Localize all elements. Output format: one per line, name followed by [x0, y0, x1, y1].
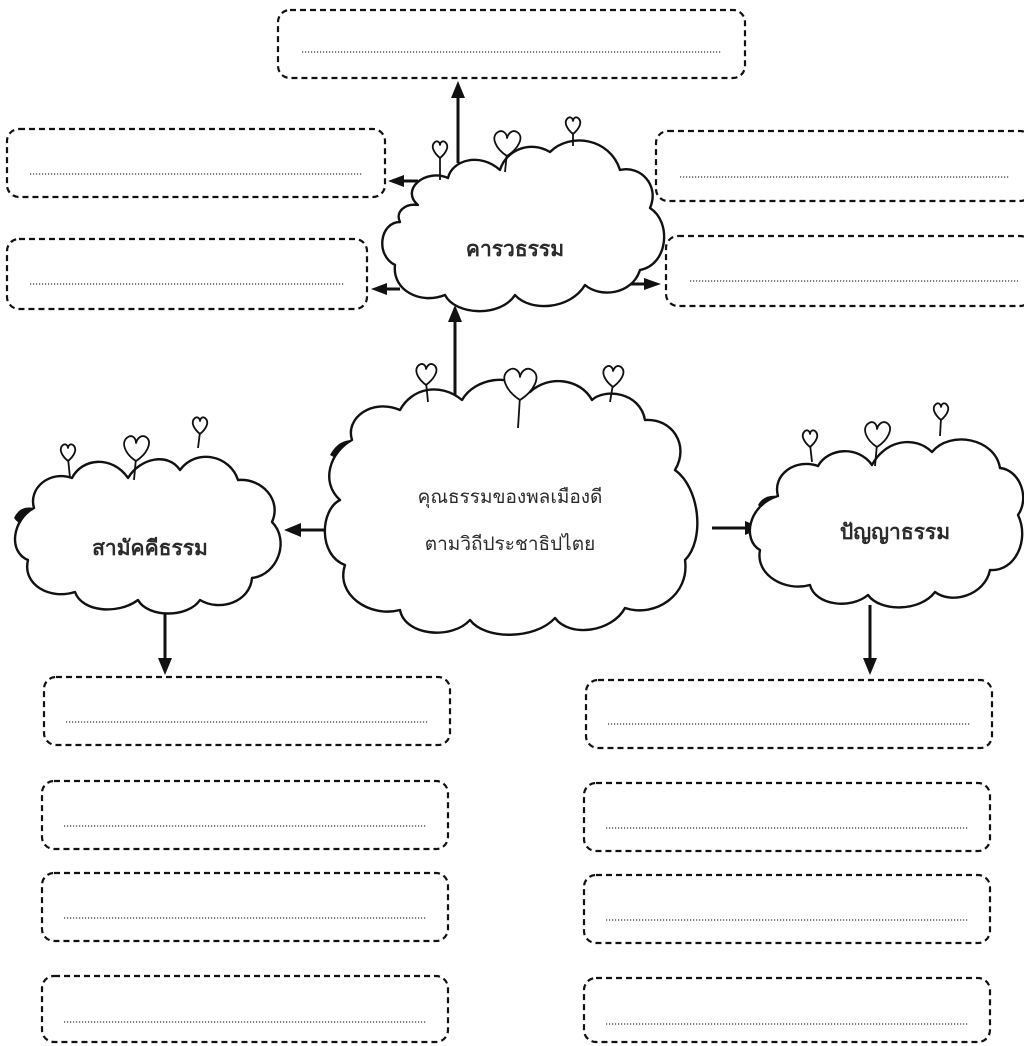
heart-icon	[59, 443, 77, 462]
cloud-outline	[381, 139, 666, 313]
cloud-outline	[748, 438, 1024, 609]
left-cloud: สามัคคีธรรม	[13, 416, 282, 615]
arrow-head-left-to-boxes	[158, 658, 172, 675]
heart-icon	[191, 416, 209, 435]
cloud-label: ปัญญาธรรม	[840, 520, 950, 545]
left-answer-boxes	[40, 675, 452, 1044]
arrow-head-right-to-boxes	[863, 658, 877, 675]
answer-box[interactable]	[40, 871, 450, 943]
answer-box[interactable]	[5, 237, 369, 311]
arrow-head-top-to-left-lower	[371, 283, 387, 295]
cloud-outline	[13, 455, 282, 615]
heart-icon	[493, 130, 522, 157]
arrow-head-center-to-left	[284, 523, 301, 537]
cloud-label-line-2: ตามวิถีประชาธิปไตย	[425, 533, 595, 555]
stem	[517, 395, 521, 429]
center-cloud: คุณธรรมของพลเมืองดี ตามวิถีประชาธิปไตย	[323, 363, 699, 636]
heart-icon	[503, 367, 538, 401]
answer-box[interactable]	[5, 127, 387, 199]
right-answer-boxes	[582, 678, 994, 1044]
answer-box[interactable]	[40, 974, 450, 1044]
heart-icon	[431, 140, 449, 159]
cloud-label-line-1: คุณธรรมของพลเมืองดี	[418, 486, 603, 509]
answer-box[interactable]	[654, 129, 1024, 203]
answer-box[interactable]	[584, 678, 994, 750]
heart-icon	[415, 363, 438, 386]
arrow-head-top-to-box	[451, 81, 465, 98]
answer-box[interactable]	[582, 781, 992, 853]
heart-icon	[801, 429, 819, 448]
answer-box[interactable]	[664, 234, 1024, 308]
heart-icon	[932, 402, 950, 421]
stem	[939, 417, 942, 437]
heart-icon	[123, 435, 150, 462]
heart-icon	[602, 365, 625, 388]
arrow-head-top-to-right-lower	[644, 278, 661, 290]
heart-icon	[864, 421, 891, 448]
cloud-label: คารวธรรม	[466, 237, 564, 261]
right-cloud: ปัญญาธรรม	[748, 402, 1024, 609]
heart-icon	[564, 116, 582, 135]
answer-box[interactable]	[582, 976, 992, 1044]
answer-box[interactable]	[40, 779, 450, 851]
answer-box[interactable]	[276, 8, 747, 80]
top-answer-boxes	[5, 8, 1024, 311]
answer-box[interactable]	[582, 873, 992, 945]
arrow-head-center-to-top	[448, 305, 462, 322]
answer-box[interactable]	[42, 675, 452, 747]
cloud-outline	[323, 378, 699, 636]
cloud-label: สามัคคีธรรม	[92, 536, 208, 560]
arrow-head-top-to-left-upper	[388, 175, 404, 187]
top-cloud: คารวธรรม	[381, 116, 666, 313]
